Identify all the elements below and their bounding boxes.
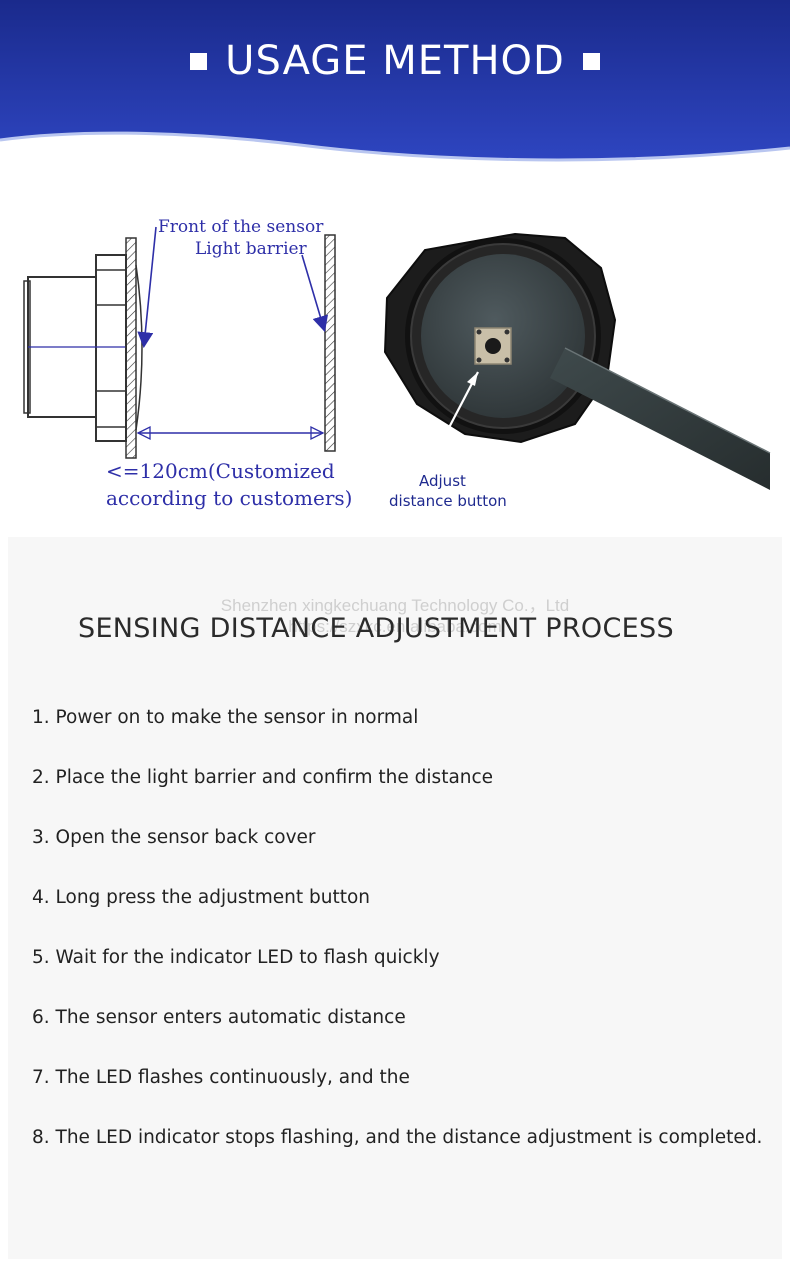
process-step: 2. Place the light barrier and confirm t… — [32, 767, 494, 788]
adjustment-process-section: Shenzhen xingkechuang Technology Co.，Ltd… — [8, 537, 782, 1259]
sensor-back-photo: Adjust distance button — [375, 228, 775, 528]
process-step: 4. Long press the adjustment button — [32, 887, 371, 908]
process-step: 6. The sensor enters automatic distance — [32, 1007, 406, 1028]
process-step: 7. The LED flashes continuously, and the — [32, 1067, 410, 1088]
process-title: SENSING DISTANCE ADJUSTMENT PROCESS — [78, 613, 674, 644]
banner-title-text: USAGE METHOD — [225, 38, 565, 84]
banner-background — [0, 0, 790, 162]
square-bullet-icon — [582, 52, 600, 70]
usage-method-banner: USAGE METHOD — [0, 0, 790, 170]
company-watermark: Shenzhen xingkechuang Technology Co.，Ltd — [220, 596, 570, 615]
website-watermark: https://szxkc.en.alibaba.com — [288, 617, 502, 636]
process-step: 3. Open the sensor back cover — [32, 827, 316, 848]
sensor-back-illustration — [383, 232, 771, 490]
process-step: 8. The LED indicator stops flashing, and… — [32, 1127, 763, 1148]
square-bullet-icon — [190, 52, 208, 70]
distance-label-line1: <=120cm(Customized — [106, 459, 335, 483]
sensing-distance-diagram: Front of the sensor Light barrier <=120c… — [20, 205, 355, 525]
adjust-label-line2: distance button — [389, 492, 507, 510]
adjust-label-line1: Adjust — [419, 472, 466, 490]
process-step: 5. Wait for the indicator LED to flash q… — [32, 947, 440, 968]
banner-title: USAGE METHOD — [0, 38, 790, 84]
front-of-sensor-label: Front of the sensor — [158, 217, 324, 237]
process-steps-list: 1. Power on to make the sensor in normal… — [32, 707, 762, 1187]
process-step: 1. Power on to make the sensor in normal — [32, 707, 419, 728]
distance-label-line2: according to customers) — [106, 486, 353, 510]
light-barrier-label: Light barrier — [195, 239, 307, 259]
sensor-side-view-drawing — [23, 226, 336, 459]
